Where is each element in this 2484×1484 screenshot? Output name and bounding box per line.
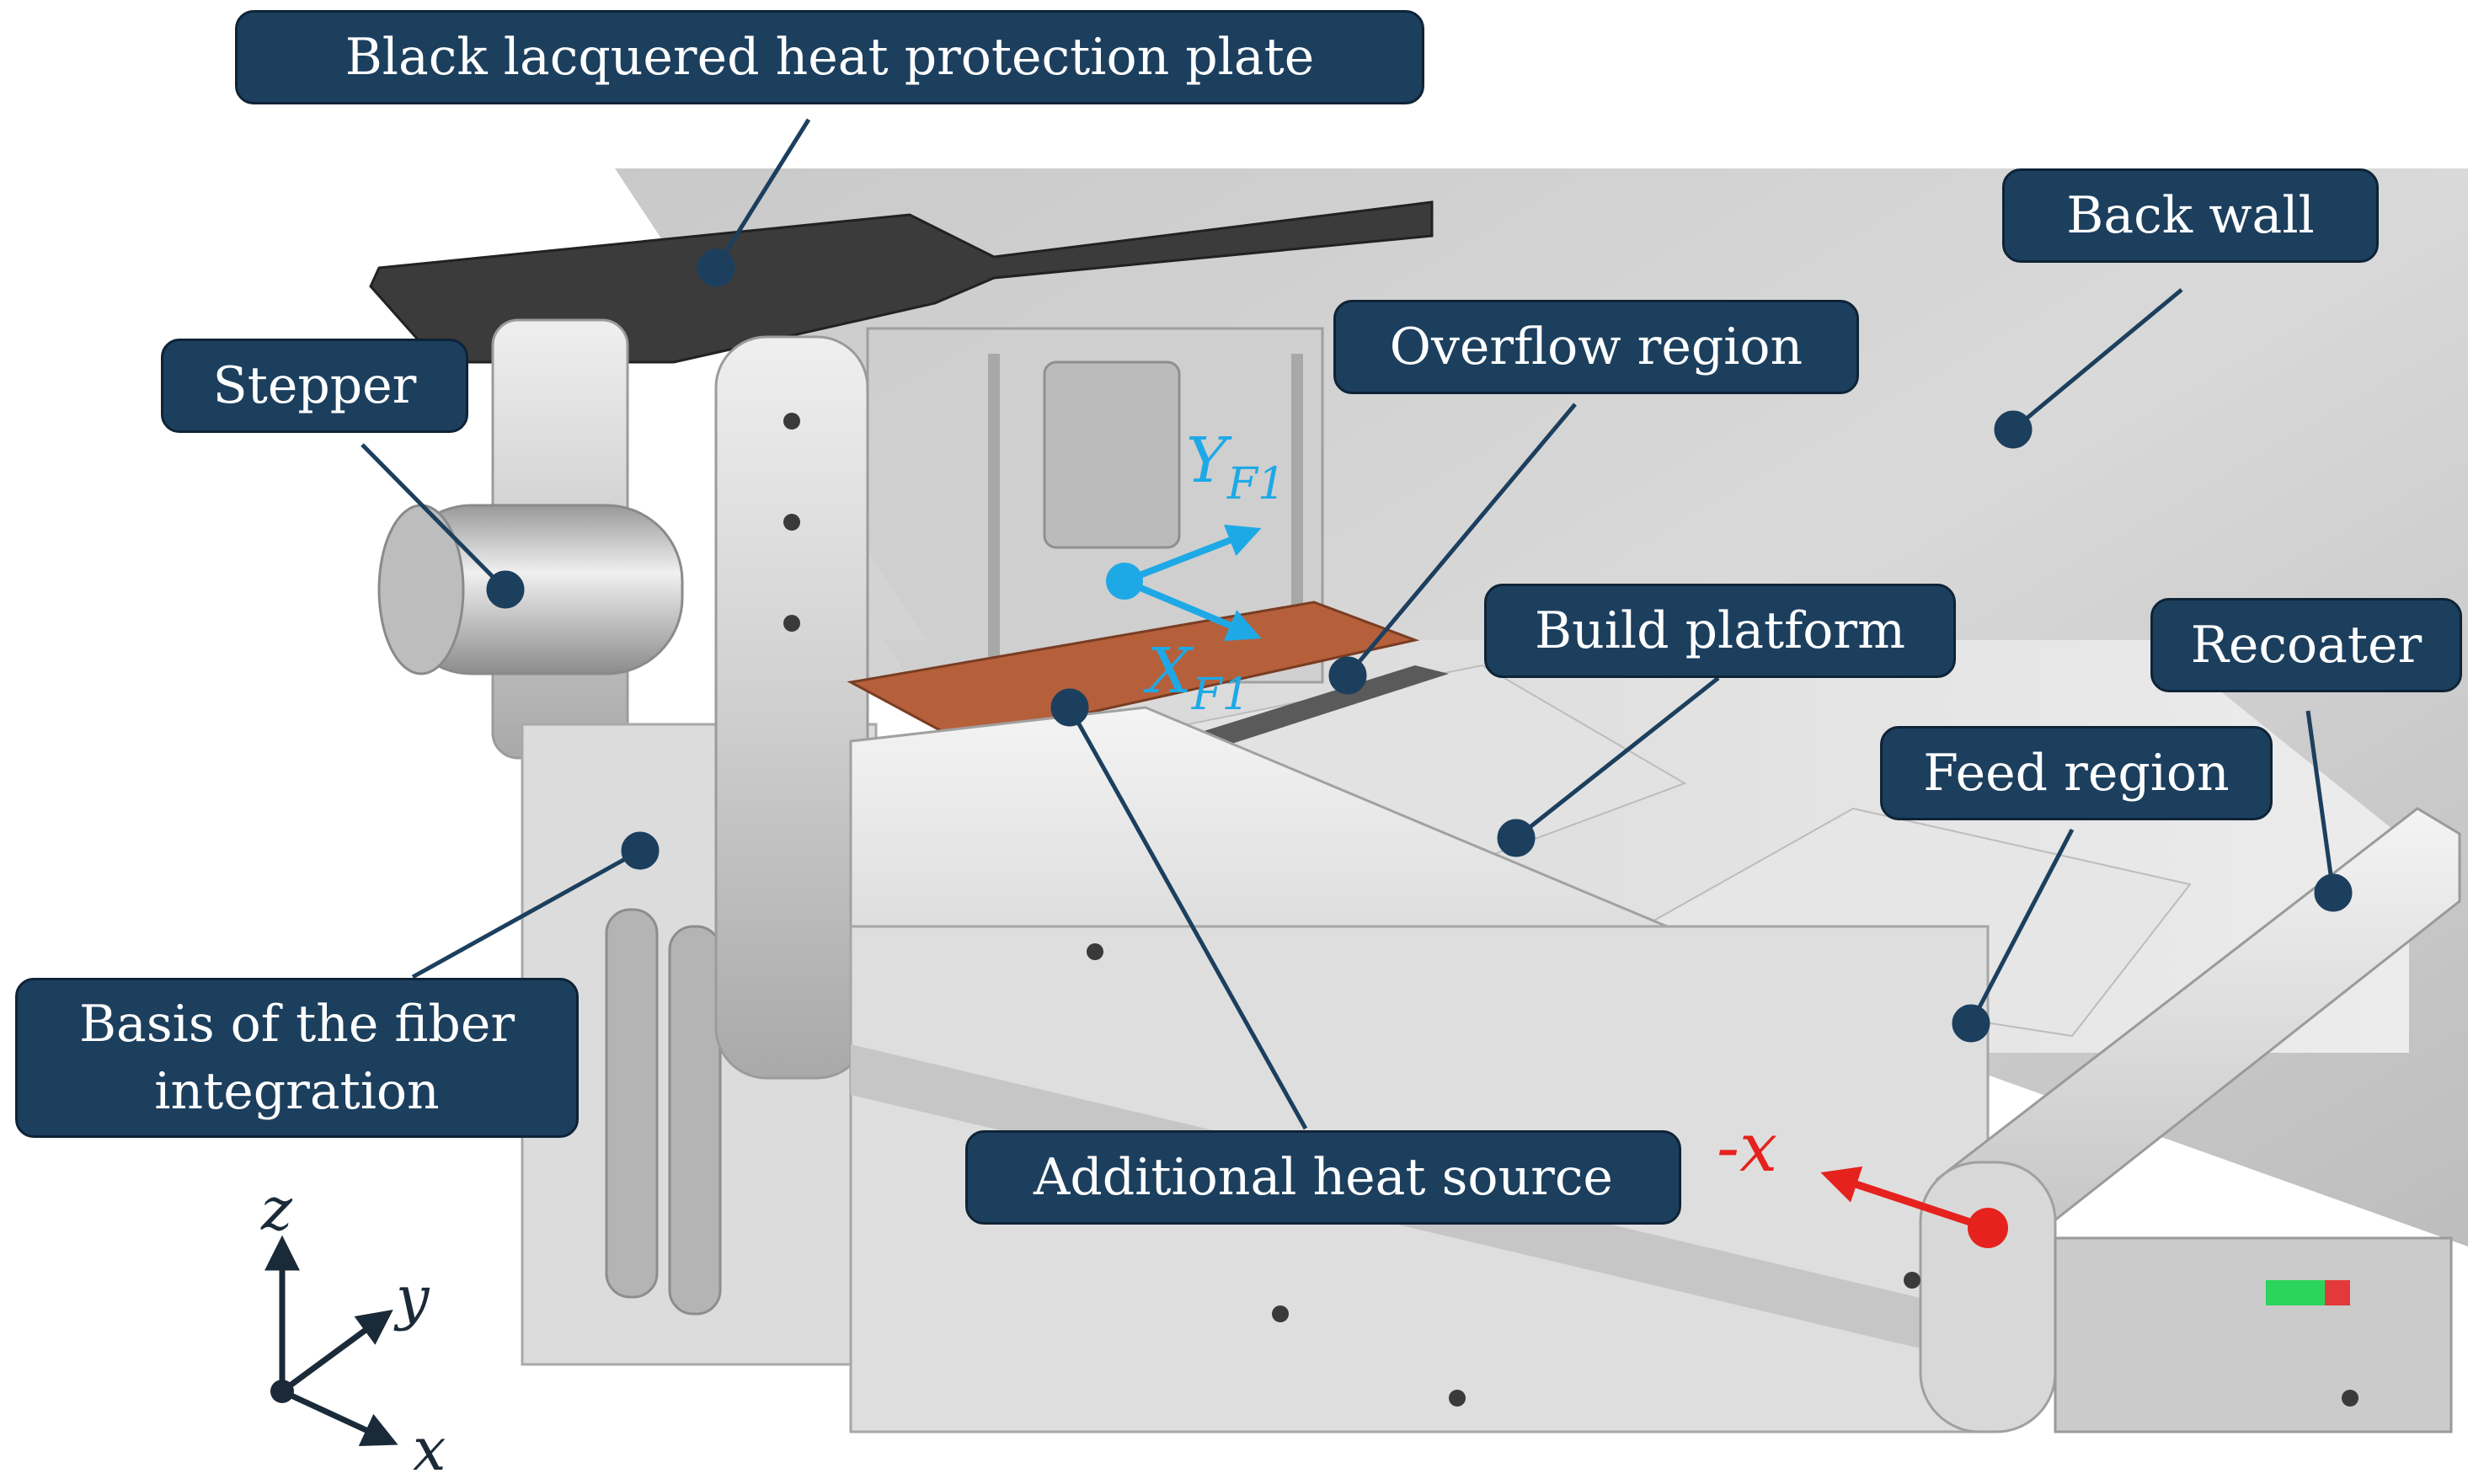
heat-source-plate — [847, 601, 1420, 743]
leader-lines — [361, 118, 2353, 1130]
global-y-axis — [280, 1310, 393, 1394]
label-heat-protection-plate: Black lacquered heat protection plate — [235, 10, 1424, 104]
screw — [783, 615, 800, 632]
global-x-axis — [280, 1388, 398, 1446]
screw — [1087, 943, 1103, 960]
heat-protection-plate — [369, 200, 1434, 364]
fiber-frame-origin — [1106, 563, 1143, 600]
global-x-label: x — [413, 1415, 446, 1484]
linear-guide-green — [2266, 1280, 2325, 1305]
global-z-label: z — [260, 1175, 293, 1244]
recoater-direction: -x — [1717, 1108, 2008, 1248]
vertical-arm — [714, 335, 869, 1080]
label-stepper: Stepper — [161, 339, 468, 433]
x-f1-arrow — [1123, 578, 1262, 642]
x-f1-label: XF1 — [1143, 635, 1250, 720]
label-fiber-basis-line1: Basis of the fiber — [78, 995, 515, 1054]
linear-guide-red — [2325, 1280, 2350, 1305]
y-f1-label: YF1 — [1186, 424, 1285, 510]
label-fiber-basis-line2: integration — [154, 1062, 440, 1121]
fiber-frame-axes: YF1 XF1 — [1106, 424, 1285, 720]
recoater-drive-block — [2054, 1236, 2453, 1433]
global-axes: z y x — [260, 1175, 446, 1484]
fiber-module-window — [1043, 360, 1181, 549]
label-overflow-region: Overflow region — [1333, 300, 1859, 394]
screw — [1449, 1390, 1466, 1407]
label-build-platform: Build platform — [1484, 584, 1956, 678]
screw — [2342, 1390, 2358, 1407]
screw — [1272, 1305, 1289, 1322]
fiber-basis-slot — [605, 908, 659, 1299]
label-back-wall: Back wall — [2002, 168, 2379, 263]
label-feed-region: Feed region — [1880, 726, 2273, 820]
label-additional-heat-source: Additional heat source — [965, 1130, 1681, 1225]
neg-x-arrow — [1820, 1166, 1990, 1232]
neg-x-label: -x — [1717, 1108, 1777, 1187]
label-recoater: Recoater — [2150, 598, 2462, 692]
screw — [783, 514, 800, 531]
label-fiber-basis: Basis of the fiber integration — [15, 978, 579, 1138]
y-f1-arrow — [1123, 524, 1262, 585]
global-origin — [270, 1380, 294, 1403]
screw — [1904, 1272, 1920, 1289]
stepper-end-cap — [377, 504, 465, 675]
screw — [783, 413, 800, 430]
neg-x-origin — [1968, 1208, 2008, 1248]
recoater-carriage — [1919, 1161, 2057, 1433]
global-y-label: y — [393, 1263, 430, 1332]
fiber-basis-slot — [668, 925, 722, 1316]
